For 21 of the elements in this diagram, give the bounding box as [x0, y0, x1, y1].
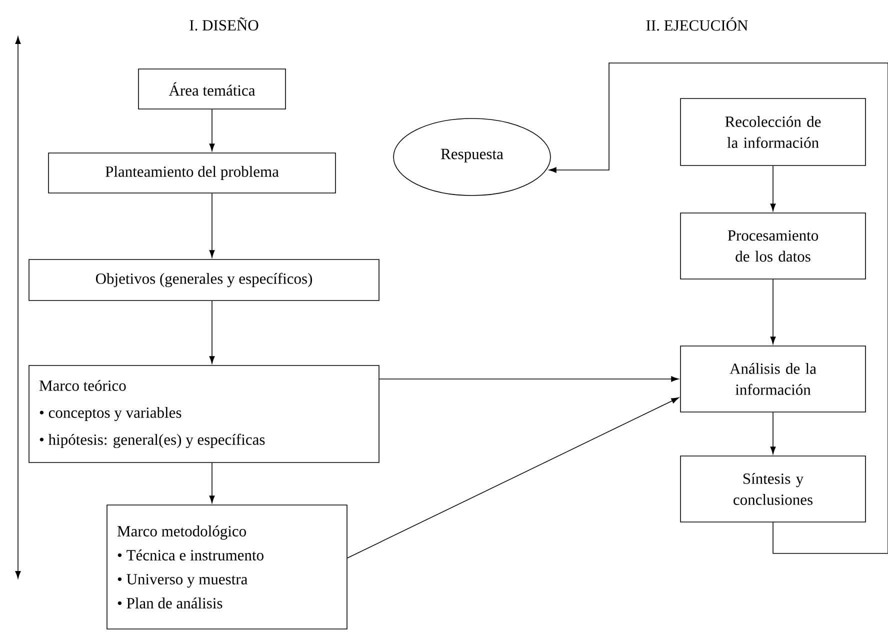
- process-box: Procesamiento de los datos: [680, 212, 866, 280]
- process-box: Recolección de la información: [680, 98, 866, 166]
- arrow: [209, 300, 215, 364]
- arrow: [347, 397, 679, 558]
- arrow: [379, 376, 679, 382]
- arrow: [209, 193, 215, 258]
- arrow: [770, 412, 776, 454]
- process-box: Planteamiento del problema: [48, 152, 336, 194]
- section-title: I. DISEÑO: [190, 17, 258, 31]
- arrow: [548, 62, 888, 554]
- arrow: [770, 166, 776, 212]
- process-box: Objetivos (generales y específicos): [28, 259, 380, 301]
- process-box: Marco teórico • conceptos y variables • hipótesis: general(es) y específicas: [28, 365, 380, 463]
- arrow: [770, 279, 776, 344]
- section-title: II. EJECUCIÓN: [646, 17, 748, 31]
- arrow: [209, 109, 215, 152]
- process-box: Área temática: [138, 68, 286, 110]
- process-box: Síntesis y conclusiones: [680, 456, 866, 522]
- arrow: [209, 462, 215, 504]
- process-box: Marco metodológico • Técnica e instrumento • Universo y muestra • Plan de análisis: [106, 504, 348, 630]
- process-box: Análisis de la información: [680, 346, 866, 412]
